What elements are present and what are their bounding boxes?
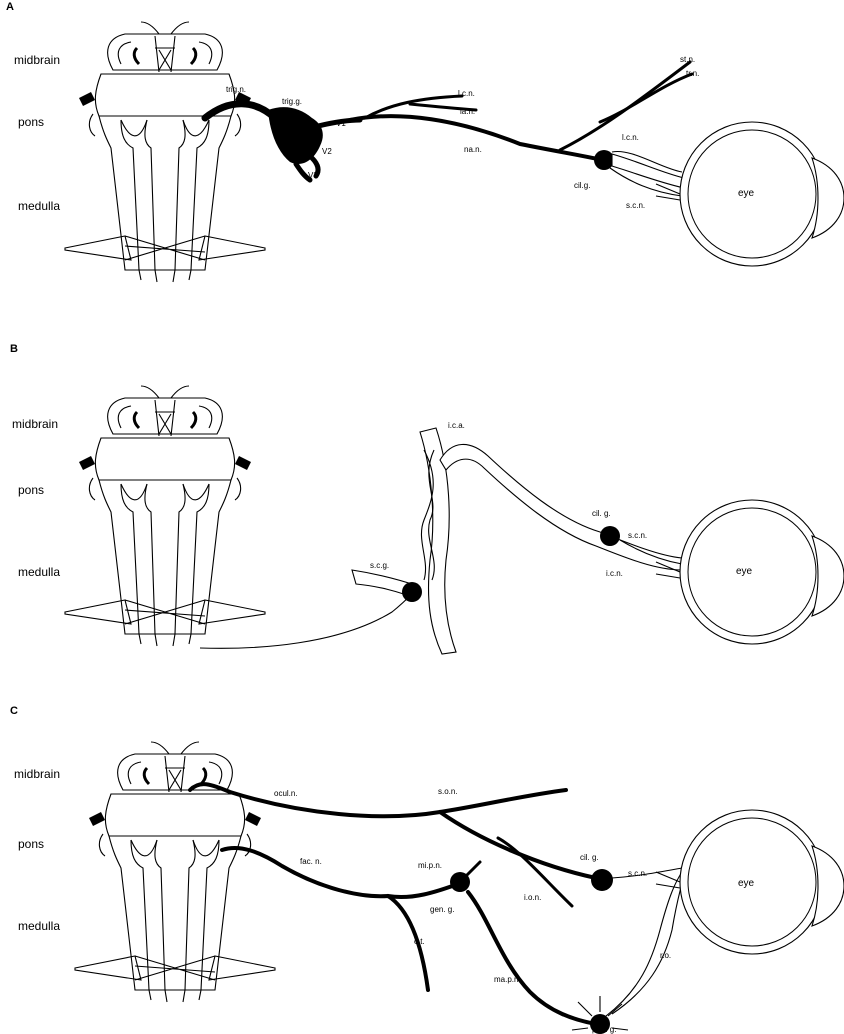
panel-a-label-v2: V2 xyxy=(322,147,332,156)
panel-c-label-mi-p-n: mi.p.n. xyxy=(418,861,442,870)
panel-a-brainstem xyxy=(65,22,265,282)
panel-c-ciliary-ganglion xyxy=(591,869,613,891)
panel-c-pons-label: pons xyxy=(18,837,44,851)
panel-b-label-scg: s.c.g. xyxy=(370,561,389,570)
panel-c-oculomotor-nerve xyxy=(190,784,566,816)
panel-b-medulla-label: medulla xyxy=(18,565,60,579)
panel-c-facial-nerve xyxy=(222,848,458,897)
panel-b-brainstem xyxy=(65,386,265,646)
panel-c-label-eye: eye xyxy=(738,878,755,889)
panel-a: A midbrain pons medulla trig.n. trig.g. … xyxy=(6,1,844,282)
panel-a-label-la-n: la.n. xyxy=(460,107,475,116)
panel-a-label-v3: V3 xyxy=(308,171,318,180)
panel-a-label-lcn2: l.c.n. xyxy=(622,133,639,142)
panel-c-label-ct: c.t. xyxy=(414,937,425,946)
panel-a-label-st-n: st.n. xyxy=(680,55,695,64)
panel-a-midbrain-label: midbrain xyxy=(14,53,60,67)
panel-c-label-ion: i.o.n. xyxy=(524,893,541,902)
panel-c-label-cil-g: cil. g. xyxy=(580,853,599,862)
panel-b-label-ica: i.c.a. xyxy=(448,421,465,430)
panel-b-label-icn: i.c.n. xyxy=(606,569,623,578)
panel-a-medulla-label: medulla xyxy=(18,199,60,213)
panel-c-label-fac-n: fac. n. xyxy=(300,857,322,866)
panel-b-midbrain-label: midbrain xyxy=(12,417,58,431)
panel-c-label-ro: r.o. xyxy=(660,951,671,960)
panel-c-label-pter-g: pter. g. xyxy=(592,1025,616,1034)
panel-c-label-scn: s.c.n. xyxy=(628,869,647,878)
panel-c-midbrain-label: midbrain xyxy=(14,767,60,781)
panel-a-letter: A xyxy=(6,1,14,13)
panel-b-sympathetic-fibre xyxy=(200,592,414,648)
panel-a-ciliary-ganglion xyxy=(594,150,614,170)
panel-b-label-eye: eye xyxy=(736,566,753,577)
panel-a-label-cil-g: cil.g. xyxy=(574,181,590,190)
panel-a-label-scn: s.c.n. xyxy=(626,201,645,210)
panel-b-ciliary-ganglion xyxy=(600,526,620,546)
panel-a-label-tr-n: tr.n. xyxy=(686,69,699,78)
panel-c-label-gen-g: gen. g. xyxy=(430,905,454,914)
panel-b-letter: B xyxy=(10,343,18,355)
panel-c-label-ma-p-n: ma.p.n. xyxy=(494,975,521,984)
panel-a-trigeminal-ganglion xyxy=(268,107,323,164)
panel-a-label-eye: eye xyxy=(738,188,755,199)
panel-b-label-cil-g: cil. g. xyxy=(592,509,611,518)
panel-a-pons-label: pons xyxy=(18,115,44,129)
panel-a-label-v1: V1 xyxy=(336,119,346,128)
panel-c-brainstem xyxy=(75,742,275,1002)
panel-c-label-son: s.o.n. xyxy=(438,787,458,796)
panel-c-label-ocul-n: ocul.n. xyxy=(274,789,298,798)
panel-c-medulla-label: medulla xyxy=(18,919,60,933)
panel-c-letter: C xyxy=(10,705,18,717)
panel-b-label-scn: s.c.n. xyxy=(628,531,647,540)
panel-c: C midbrain pons medulla ocul.n. s.o.n. f… xyxy=(10,705,844,1034)
panel-a-label-trig-g: trig.g. xyxy=(282,97,302,106)
panel-a-label-na-n: na.n. xyxy=(464,145,482,154)
panel-b-superior-cervical-ganglion xyxy=(402,582,422,602)
panel-a-label-trig-n: trig.n. xyxy=(226,85,246,94)
panel-a-label-lc-n: l.c.n. xyxy=(458,89,475,98)
panel-b: B midbrain pons medulla i.c.a. s.c.g. ci… xyxy=(10,343,844,654)
panel-b-pons-label: pons xyxy=(18,483,44,497)
